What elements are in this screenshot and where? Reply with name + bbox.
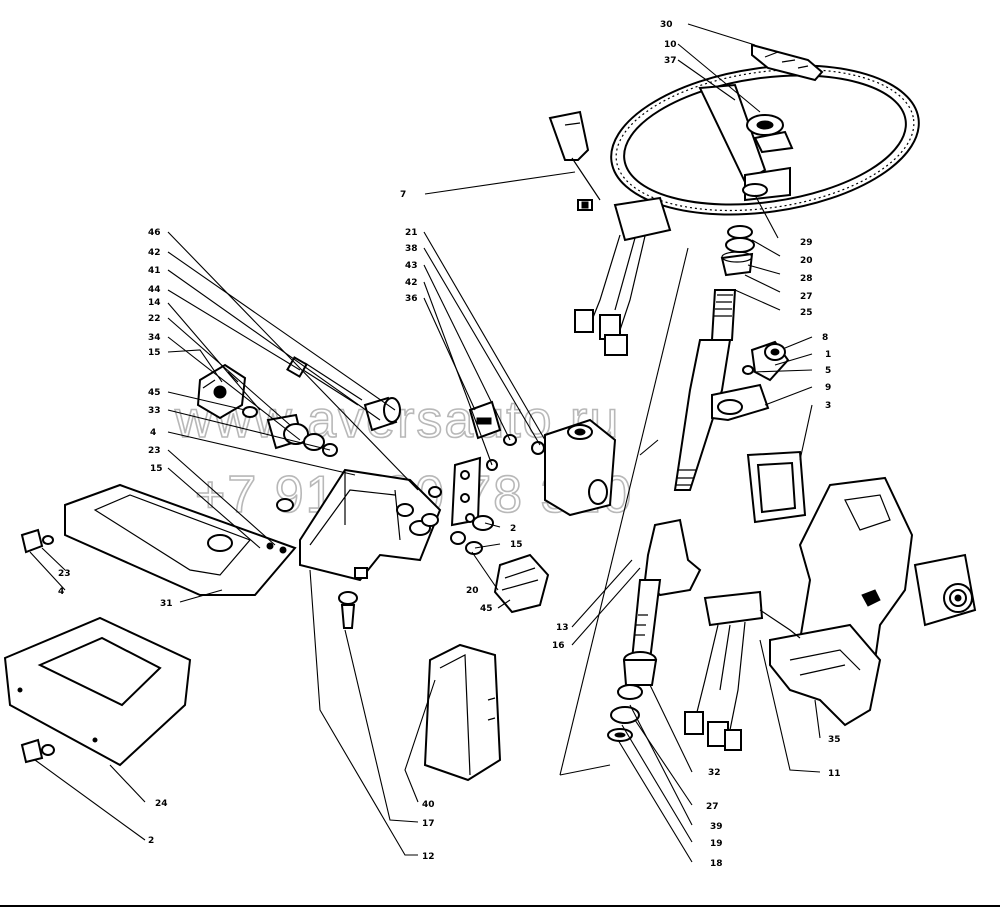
screws-center — [276, 486, 494, 555]
wheel-emblem — [751, 43, 824, 82]
callout-31: 31 — [160, 599, 173, 609]
callout-21: 21 — [405, 228, 418, 238]
callout-1: 1 — [825, 350, 831, 360]
callout-5: 5 — [825, 366, 831, 376]
callout-12: 12 — [422, 852, 435, 862]
column-tube — [607, 518, 702, 742]
combination-switch-lower — [684, 590, 801, 751]
callout-numbers: 30 10 37 7 29 20 28 27 25 8 1 5 9 3 21 3… — [58, 20, 841, 869]
callout-42-right: 42 — [405, 278, 418, 288]
callout-22: 22 — [148, 314, 161, 324]
turn-signal-lever — [548, 110, 601, 211]
leader-lines — [29, 23, 821, 863]
callout-23-upper: 23 — [148, 446, 161, 456]
callout-16: 16 — [552, 641, 565, 651]
callout-13: 13 — [556, 623, 569, 633]
callout-10: 10 — [664, 40, 677, 50]
callout-24: 24 — [155, 799, 168, 809]
support-bracket — [64, 483, 297, 596]
callout-17: 17 — [422, 819, 435, 829]
callout-35: 35 — [828, 735, 841, 745]
callout-23-lower: 23 — [58, 569, 71, 579]
callout-4-upper: 4 — [150, 428, 156, 438]
callout-36: 36 — [405, 294, 418, 304]
callout-43: 43 — [405, 261, 418, 271]
light-switch — [913, 553, 977, 627]
callout-9: 9 — [825, 383, 831, 393]
callout-19: 19 — [710, 839, 723, 849]
callout-32: 32 — [708, 768, 721, 778]
callout-44: 44 — [148, 285, 161, 295]
steering-wheel — [610, 64, 920, 216]
long-bolt — [286, 356, 363, 406]
callout-45-upper: 45 — [148, 388, 161, 398]
callout-2-center: 2 — [510, 524, 516, 534]
assembly-guides — [559, 247, 689, 776]
callout-34: 34 — [148, 333, 161, 343]
callout-40: 40 — [422, 800, 435, 810]
callout-20-top: 20 — [800, 256, 813, 266]
callout-46: 46 — [148, 228, 161, 238]
callout-45-lower: 45 — [480, 604, 493, 614]
callout-15-middle: 15 — [150, 464, 163, 474]
callout-29: 29 — [800, 238, 813, 248]
callout-41: 41 — [148, 266, 161, 276]
side-cover — [423, 643, 502, 782]
callout-33: 33 — [148, 406, 161, 416]
callout-7: 7 — [400, 190, 406, 200]
callout-15-lower: 15 — [510, 540, 523, 550]
cover-frame — [3, 616, 192, 767]
callout-18: 18 — [710, 859, 723, 869]
callout-3: 3 — [825, 401, 831, 411]
callout-2-lower: 2 — [148, 836, 154, 846]
callout-14: 14 — [148, 298, 161, 308]
callout-39: 39 — [710, 822, 723, 832]
callout-38: 38 — [405, 244, 418, 254]
callout-8: 8 — [822, 333, 828, 343]
column-bushes-top — [720, 225, 755, 277]
callout-37: 37 — [664, 56, 677, 66]
callout-25: 25 — [800, 308, 813, 318]
callout-27-lower: 27 — [706, 802, 719, 812]
steering-shaft-upper — [673, 289, 737, 491]
lock-housing — [531, 418, 617, 517]
lock-plate — [450, 456, 498, 527]
shroud-ring — [746, 450, 807, 524]
callout-15-upper: 15 — [148, 348, 161, 358]
callout-4-lower: 4 — [58, 587, 64, 597]
callout-27-top: 27 — [800, 292, 813, 302]
callout-30: 30 — [660, 20, 673, 30]
adjuster-bolt — [242, 406, 338, 457]
column-shroud-lower — [769, 476, 914, 727]
callout-28: 28 — [800, 274, 813, 284]
mounting-bracket — [299, 468, 442, 582]
spring-clip — [468, 400, 517, 446]
ignition-switch — [711, 340, 790, 422]
screw-17 — [338, 591, 358, 629]
callout-42-left: 42 — [148, 248, 161, 258]
callout-11: 11 — [828, 769, 841, 779]
screws-left — [20, 528, 55, 764]
callout-20-lower: 20 — [466, 586, 479, 596]
combination-switch-upper — [574, 196, 672, 356]
knob-lower — [493, 553, 550, 614]
